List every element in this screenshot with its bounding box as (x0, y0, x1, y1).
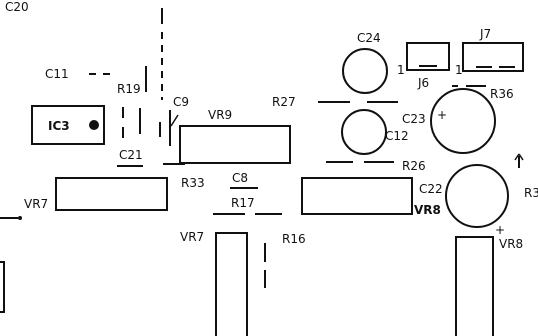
c9-leader (170, 114, 179, 127)
label-one-j7: 1 (455, 63, 463, 77)
label-r36: R36 (490, 87, 514, 101)
c22-outline (445, 164, 509, 228)
label-j6: J6 (417, 76, 429, 90)
label-c20: C20 (5, 0, 29, 14)
label-c24: C24 (357, 31, 381, 45)
ic3-outline (31, 105, 105, 145)
label-c9: C9 (173, 95, 189, 109)
wire-left-dot (18, 216, 22, 220)
vr8-outline-vertical (455, 236, 494, 336)
label-j7: J7 (479, 27, 491, 41)
ic3-pin1-dot (89, 120, 99, 130)
label-c12: C12 (385, 129, 409, 143)
c12-outline (341, 109, 387, 155)
label-r33: R33 (181, 176, 205, 190)
label-vr7-left: VR7 (24, 197, 48, 211)
label-c22: C22 (419, 182, 443, 196)
c24-outline (342, 48, 388, 94)
label-r3: R3 (524, 186, 538, 200)
vr8-outline-horizontal (301, 177, 413, 215)
label-ic3: IC3 (48, 119, 70, 133)
j7-outline (462, 42, 524, 72)
label-r26: R26 (402, 159, 426, 173)
label-c22-plus: + (495, 223, 505, 237)
label-vr7-lower: VR7 (180, 230, 204, 244)
label-c11: C11 (45, 67, 69, 81)
label-vr8-bold: VR8 (414, 203, 441, 217)
r3-arrow-right (518, 153, 524, 161)
label-r17: R17 (231, 196, 255, 210)
label-c23-plus: + (437, 108, 447, 122)
label-r27: R27 (272, 95, 296, 109)
c23-outline (430, 88, 496, 154)
label-r16: R16 (282, 232, 306, 246)
label-c23: C23 (402, 112, 426, 126)
vr9-outline (179, 125, 291, 164)
pad-left-edge (0, 261, 5, 313)
label-c8: C8 (232, 171, 248, 185)
label-c21: C21 (119, 148, 143, 162)
label-vr8-right: VR8 (499, 237, 523, 251)
label-one-j6: 1 (397, 63, 405, 77)
j6-outline (406, 42, 450, 71)
vr7-outline-horizontal (55, 177, 168, 211)
vr7-outline-vertical (215, 232, 248, 336)
label-r19: R19 (117, 82, 141, 96)
r3-arrow-left (514, 153, 520, 161)
label-vr9: VR9 (208, 108, 232, 122)
